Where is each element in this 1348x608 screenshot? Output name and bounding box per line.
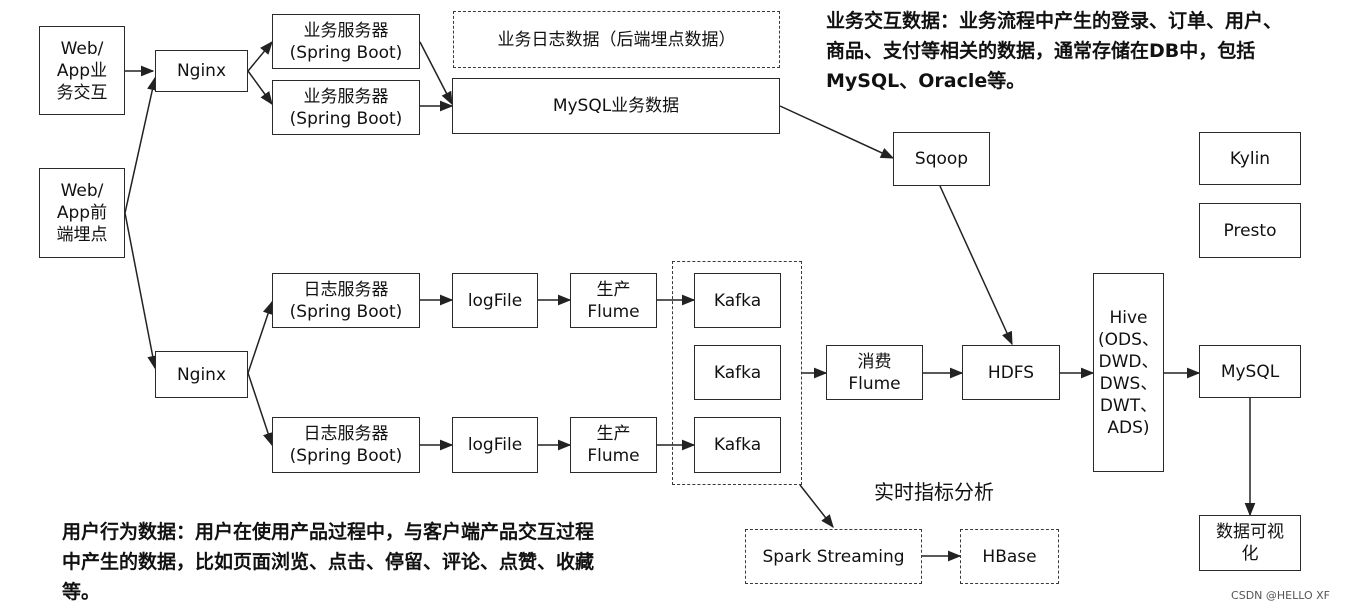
presto-node: Presto [1199, 203, 1301, 258]
producer-flume-node-2: 生产 Flume [570, 417, 657, 473]
producer-flume-node-1: 生产 Flume [570, 273, 657, 328]
sqoop-node: Sqoop [893, 132, 990, 186]
logfile-node-2: logFile [452, 417, 538, 473]
log-server-node-2: 日志服务器 (Spring Boot) [272, 417, 420, 473]
business-server-node-2: 业务服务器 (Spring Boot) [272, 80, 420, 135]
data-visualization-node: 数据可视 化 [1199, 515, 1301, 571]
business-server-node-1: 业务服务器 (Spring Boot) [272, 14, 420, 69]
edge-tracking-nginx-top [124, 76, 158, 214]
log-server-node-1: 日志服务器 (Spring Boot) [272, 273, 420, 328]
business-interaction-note: 业务交互数据：业务流程中产生的登录、订单、用户、 商品、支付等相关的数据，通常存… [826, 10, 1283, 92]
realtime-analysis-label: 实时指标分析 [874, 480, 994, 504]
edge-mysql-sqoop [779, 105, 895, 159]
kafka-node-2: Kafka [694, 345, 781, 400]
edge-nginx-top-biz1 [247, 40, 273, 72]
web-app-interaction-node: Web/ App业 务交互 [39, 26, 125, 115]
kafka-node-3: Kafka [694, 417, 781, 473]
edge-nginx-bottom-log1 [247, 300, 274, 374]
kylin-node: Kylin [1199, 132, 1301, 185]
watermark: CSDN @HELLO XF [1231, 589, 1330, 602]
mysql-result-node: MySQL [1199, 345, 1301, 398]
kafka-node-1: Kafka [694, 273, 781, 328]
nginx-bottom-node: Nginx [155, 351, 248, 398]
nginx-top-node: Nginx [155, 50, 248, 92]
hive-node: Hive (ODS、 DWD、 DWS、 DWT、 ADS) [1093, 273, 1164, 472]
mysql-business-data-node: MySQL业务数据 [452, 78, 780, 134]
business-log-data-node: 业务日志数据（后端埋点数据） [453, 11, 780, 68]
edge-nginx-bottom-log2 [247, 372, 274, 447]
hdfs-node: HDFS [962, 345, 1060, 400]
edge-nginx-top-biz2 [247, 70, 273, 106]
edge-biz1-mysql [419, 41, 453, 106]
logfile-node-1: logFile [452, 273, 538, 328]
user-behavior-note: 用户行为数据：用户在使用产品过程中，与客户端产品交互过程 中产生的数据，比如页面… [62, 521, 595, 603]
edge-tracking-nginx-bottom [124, 212, 158, 370]
consumer-flume-node: 消费 Flume [826, 345, 923, 400]
kafka-cluster-group [672, 261, 802, 485]
web-app-tracking-node: Web/ App前 端埋点 [39, 168, 125, 258]
edge-sqoop-hdfs [939, 185, 1013, 346]
spark-streaming-node: Spark Streaming [745, 529, 922, 584]
edge-kafka-spark [799, 484, 834, 529]
hbase-node: HBase [960, 529, 1059, 584]
